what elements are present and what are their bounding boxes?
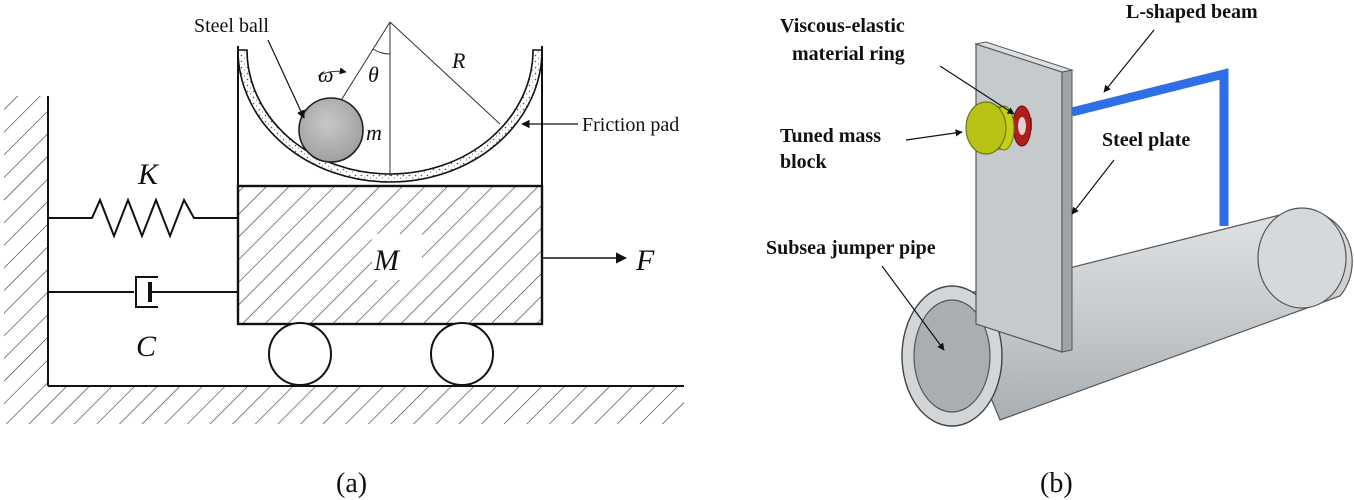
panel-b: Viscous-elastic material ring L-shaped b… bbox=[766, 1, 1353, 499]
mass-leader bbox=[905, 129, 963, 141]
label-damper: C bbox=[136, 330, 157, 363]
damper-c bbox=[48, 276, 238, 308]
beam-leader bbox=[1103, 29, 1155, 93]
plate-leader bbox=[1071, 159, 1115, 215]
wheel-right bbox=[430, 322, 494, 386]
label-cart-mass: M bbox=[373, 244, 401, 277]
panel-a: Steel ball Friction pad ω θ R m K C M F … bbox=[4, 15, 684, 499]
spring-k bbox=[48, 197, 238, 239]
subsea-jumper-pipe bbox=[901, 207, 1353, 427]
label-plate: Steel plate bbox=[1102, 129, 1190, 151]
steel-ball-leader bbox=[267, 39, 305, 119]
wheel-left bbox=[268, 322, 332, 386]
label-theta: θ bbox=[368, 62, 379, 87]
label-steel-ball: Steel ball bbox=[194, 15, 269, 37]
ground bbox=[4, 385, 684, 424]
label-force: F bbox=[635, 244, 655, 277]
label-spring: K bbox=[137, 158, 160, 191]
tuned-mass-block bbox=[965, 101, 1015, 155]
steel-plate bbox=[974, 41, 1074, 353]
steel-ball bbox=[298, 97, 364, 163]
pipe-leader bbox=[881, 265, 945, 351]
label-ring-line1: Viscous-elastic bbox=[780, 15, 905, 37]
label-friction-pad: Friction pad bbox=[582, 114, 679, 136]
label-pipe: Subsea jumper pipe bbox=[766, 237, 936, 259]
label-ring-line2: material ring bbox=[792, 43, 905, 65]
label-omega: ω bbox=[318, 62, 334, 87]
caption-a: (a) bbox=[336, 468, 367, 499]
l-shaped-beam bbox=[1070, 68, 1229, 226]
label-mass-line2: block bbox=[780, 151, 828, 173]
label-radius: R bbox=[451, 48, 466, 73]
label-ball-mass: m bbox=[366, 120, 382, 145]
fixed-wall bbox=[4, 96, 49, 386]
caption-b: (b) bbox=[1040, 468, 1073, 499]
ring-leader bbox=[939, 65, 1015, 115]
label-beam: L-shaped beam bbox=[1126, 1, 1258, 23]
geometry-lines bbox=[317, 21, 501, 176]
label-mass-line1: Tuned mass bbox=[780, 125, 881, 147]
